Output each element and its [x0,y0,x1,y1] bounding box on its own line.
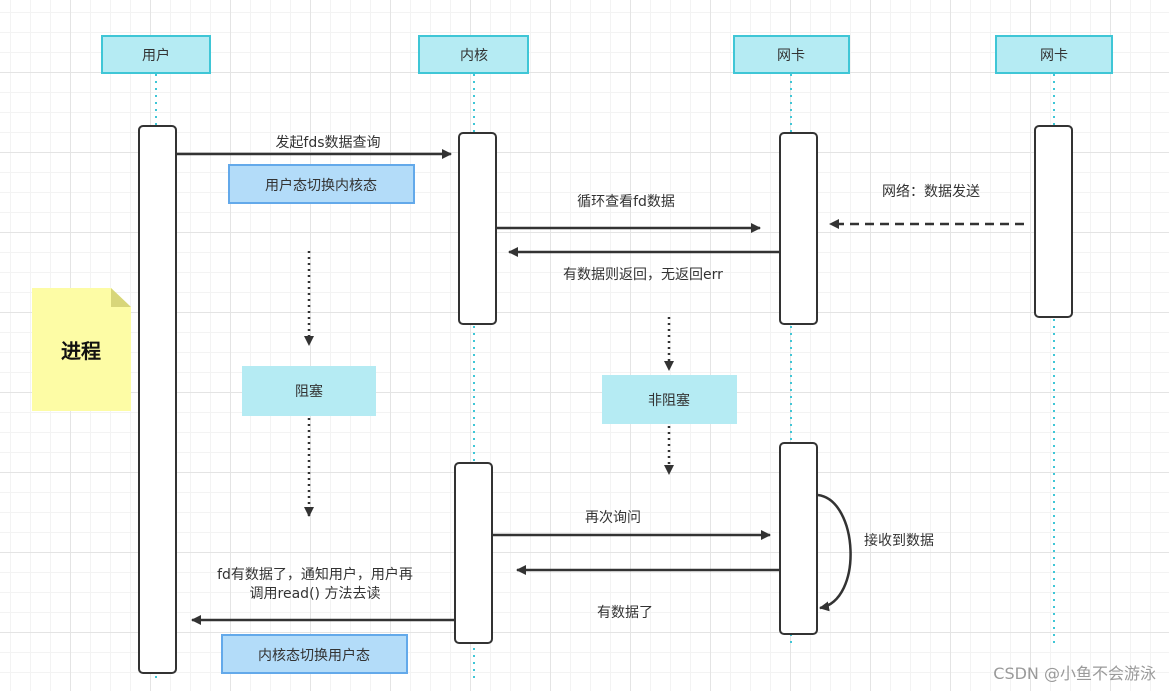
state-non-blocking: 非阻塞 [602,375,737,424]
state-blocking-label: 阻塞 [295,383,323,400]
label-receive-data: 接收到数据 [864,532,934,549]
activation-nic-1 [779,132,818,325]
state-non-blocking-label: 非阻塞 [648,392,690,409]
participant-kernel-label: 内核 [460,48,488,64]
label-fds-query: 发起fds数据查询 [275,135,380,151]
note-process-label: 进程 [61,339,101,363]
activation-kernel-1 [458,132,497,325]
state-kernel-to-user: 内核态切换用户态 [221,634,408,674]
label-has-data: 有数据了 [597,605,653,621]
activation-nic-2 [779,442,818,635]
activation-kernel-2 [454,462,493,644]
label-return-data: 有数据则返回，无返回err [563,267,723,283]
state-kernel-to-user-label: 内核态切换用户态 [258,647,370,664]
participant-nic: 网卡 [733,35,850,74]
state-user-to-kernel: 用户态切换内核态 [228,164,415,204]
participant-nic-label: 网卡 [777,48,805,64]
participant-remote-nic: 网卡 [995,35,1113,74]
activation-user [138,125,177,674]
label-notify-line2: 调用read() 方法去读 [250,585,381,602]
participant-user: 用户 [101,35,211,74]
watermark: CSDN @小鱼不会游泳 [993,664,1156,683]
note-process: 进程 [32,288,131,411]
label-loop-check: 循环查看fd数据 [577,194,675,210]
state-user-to-kernel-label: 用户态切换内核态 [265,177,377,194]
activation-remote-nic [1034,125,1073,318]
participant-user-label: 用户 [142,47,170,64]
label-notify-line1: fd有数据了，通知用户，用户再 [217,566,413,583]
label-network-send: 网络：数据发送 [882,184,980,200]
participant-remote-nic-label: 网卡 [1040,48,1068,64]
participant-kernel: 内核 [418,35,529,74]
state-blocking: 阻塞 [242,366,376,416]
arrow-receive-data [817,493,852,612]
label-ask-again: 再次询问 [585,510,641,526]
